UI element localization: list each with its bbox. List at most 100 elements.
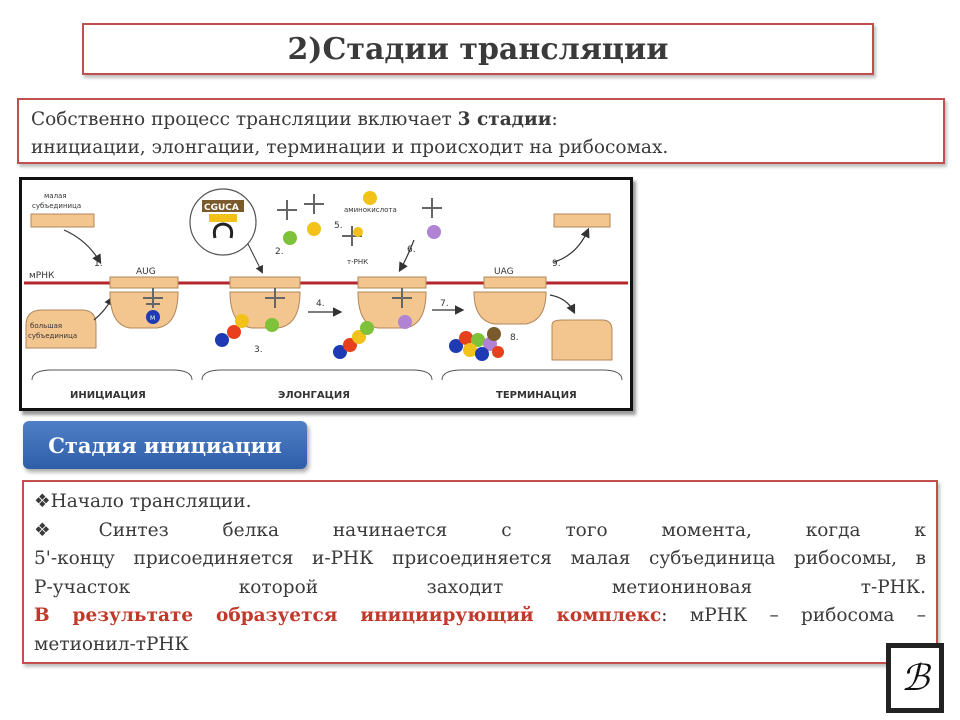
- step-3: 3.: [254, 345, 263, 355]
- step-1: 1.: [94, 259, 103, 269]
- bullet-1-text: Начало трансляции.: [50, 491, 252, 512]
- slide-title: 2)Стадии трансляции: [287, 31, 669, 67]
- chain-a2: [227, 325, 241, 339]
- trna-incoming-2: [304, 194, 324, 214]
- codon-loop: [212, 222, 234, 239]
- cluster-4: [463, 343, 477, 357]
- step-4: 4.: [316, 299, 325, 309]
- aug-label: AUG: [136, 267, 156, 277]
- chain-a4: [265, 318, 279, 332]
- step-6: 6.: [407, 245, 416, 255]
- bracket-initiation: [31, 369, 193, 381]
- chain-b-purple: [398, 315, 412, 329]
- codon-label: CGUCA: [204, 203, 239, 213]
- body-box: ❖Начало трансляции. ❖Синтез белка начина…: [22, 480, 938, 664]
- trna-2: [265, 288, 285, 308]
- amino-acid-label: аминокислота: [344, 206, 397, 214]
- small-subunit-label-2: субъединица: [32, 202, 81, 210]
- arrow-9: [553, 227, 590, 263]
- arrow-1: [63, 229, 102, 265]
- chain-b1: [333, 345, 347, 359]
- chain-a1: [215, 333, 229, 347]
- stage-termination: ТЕРМИНАЦИЯ: [496, 390, 577, 401]
- large-subunit-label-1: большая: [30, 322, 62, 330]
- bullet-icon: ❖: [34, 519, 99, 541]
- released-large: [551, 319, 613, 361]
- bullet-2-text-1: Синтез белка начинается с того момента, …: [98, 519, 926, 541]
- uag-label: UAG: [494, 267, 514, 277]
- logo-icon: ℬ: [891, 648, 939, 708]
- title-box: 2)Стадии трансляции: [82, 23, 874, 75]
- cluster-3: [471, 333, 485, 347]
- result-line-1: В результате образуется инициирующий ком…: [34, 602, 926, 631]
- cluster-8: [492, 346, 504, 358]
- cluster-6: [475, 347, 489, 361]
- stage-initiation: ИНИЦИАЦИЯ: [70, 390, 146, 401]
- trna-label: т-РНК: [347, 258, 368, 266]
- amino-yellow: [307, 222, 321, 236]
- trna-1: [143, 288, 163, 308]
- small-subunit-shape: [30, 213, 95, 228]
- intro-box: Собственно процесс трансляции включает 3…: [17, 98, 945, 164]
- amino-yellow-free: [363, 191, 377, 205]
- bracket-elongation: [201, 369, 433, 381]
- bullet-2-line-2: 5'-концу присоединяется и-РНК присоединя…: [34, 548, 926, 570]
- stage-button-label: Стадия инициации: [48, 432, 282, 458]
- trna-incoming-1: [277, 200, 297, 220]
- step-9: 9.: [552, 259, 561, 269]
- cluster-7: [487, 327, 501, 341]
- translation-diagram: малая субъединица 1. мРНК большая субъед…: [19, 177, 633, 411]
- amino-yellow-small: [353, 227, 363, 237]
- amino-purple: [427, 225, 441, 239]
- ribosome-4-large: [473, 291, 547, 325]
- result-red-text: В результате образуется инициирующий ком…: [34, 605, 662, 627]
- large-subunit-shape: [25, 309, 97, 349]
- stage-elongation: ЭЛОНГАЦИЯ: [278, 390, 350, 401]
- intro-line-2: инициации, элонгации, терминации и проис…: [31, 137, 669, 158]
- trna-3: [392, 288, 412, 308]
- chain-b3: [352, 330, 366, 344]
- intro-suffix: :: [551, 109, 558, 130]
- bullet-2-line-3: Р-участок которой заходит метиониновая т…: [34, 576, 926, 598]
- step-7: 7.: [440, 299, 449, 309]
- small-subunit-label-1: малая: [44, 192, 67, 200]
- arrow-6: [398, 239, 415, 273]
- chain-b2: [343, 338, 357, 352]
- ribosome-2-small: [229, 276, 301, 289]
- arrow-release: [549, 294, 576, 315]
- codon-yellow: [209, 214, 237, 222]
- step-5: 5.: [334, 221, 343, 231]
- amino-green: [283, 231, 297, 245]
- codon-bar: [202, 200, 244, 212]
- bullet-icon: ❖: [34, 491, 51, 512]
- ribosome-4-small: [483, 276, 547, 289]
- intro-text: Собственно процесс трансляции включает: [31, 109, 458, 130]
- large-subunit-label-2: субъединица: [28, 332, 77, 340]
- released-small: [553, 213, 611, 228]
- bracket-termination: [441, 369, 623, 381]
- stage-initiation-button[interactable]: Стадия инициации: [23, 421, 307, 469]
- bullet-2-line-1: ❖Синтез белка начинается с того момента,…: [34, 517, 926, 546]
- logo-glyph: ℬ: [900, 657, 930, 699]
- intro-line-1: Собственно процесс трансляции включает 3…: [31, 106, 931, 134]
- step-2: 2.: [275, 247, 284, 257]
- translation-diagram-svg: малая субъединица 1. мРНК большая субъед…: [24, 188, 628, 401]
- intro-bold: 3 стадии: [457, 109, 552, 130]
- step-8: 8.: [510, 333, 519, 343]
- ribosome-1-large: [109, 291, 179, 329]
- ribosome-1-small: [109, 276, 179, 289]
- cluster-2: [459, 331, 473, 345]
- met-label: M: [150, 315, 155, 322]
- chain-b4: [360, 321, 374, 335]
- inset-arrow: [247, 243, 263, 274]
- result-line-2: метионил-тРНК: [34, 633, 189, 655]
- cluster-1: [449, 339, 463, 353]
- arrow-large: [93, 295, 114, 321]
- logo: ℬ: [886, 643, 944, 713]
- amino-met: [146, 310, 160, 324]
- trna-incoming-4: [422, 198, 442, 218]
- result-rest-text: : мРНК – рибосома –: [661, 605, 926, 627]
- mrna-label: мРНК: [29, 271, 55, 281]
- ribosome-3-small: [357, 276, 427, 289]
- bullet-1: ❖Начало трансляции.: [34, 488, 926, 517]
